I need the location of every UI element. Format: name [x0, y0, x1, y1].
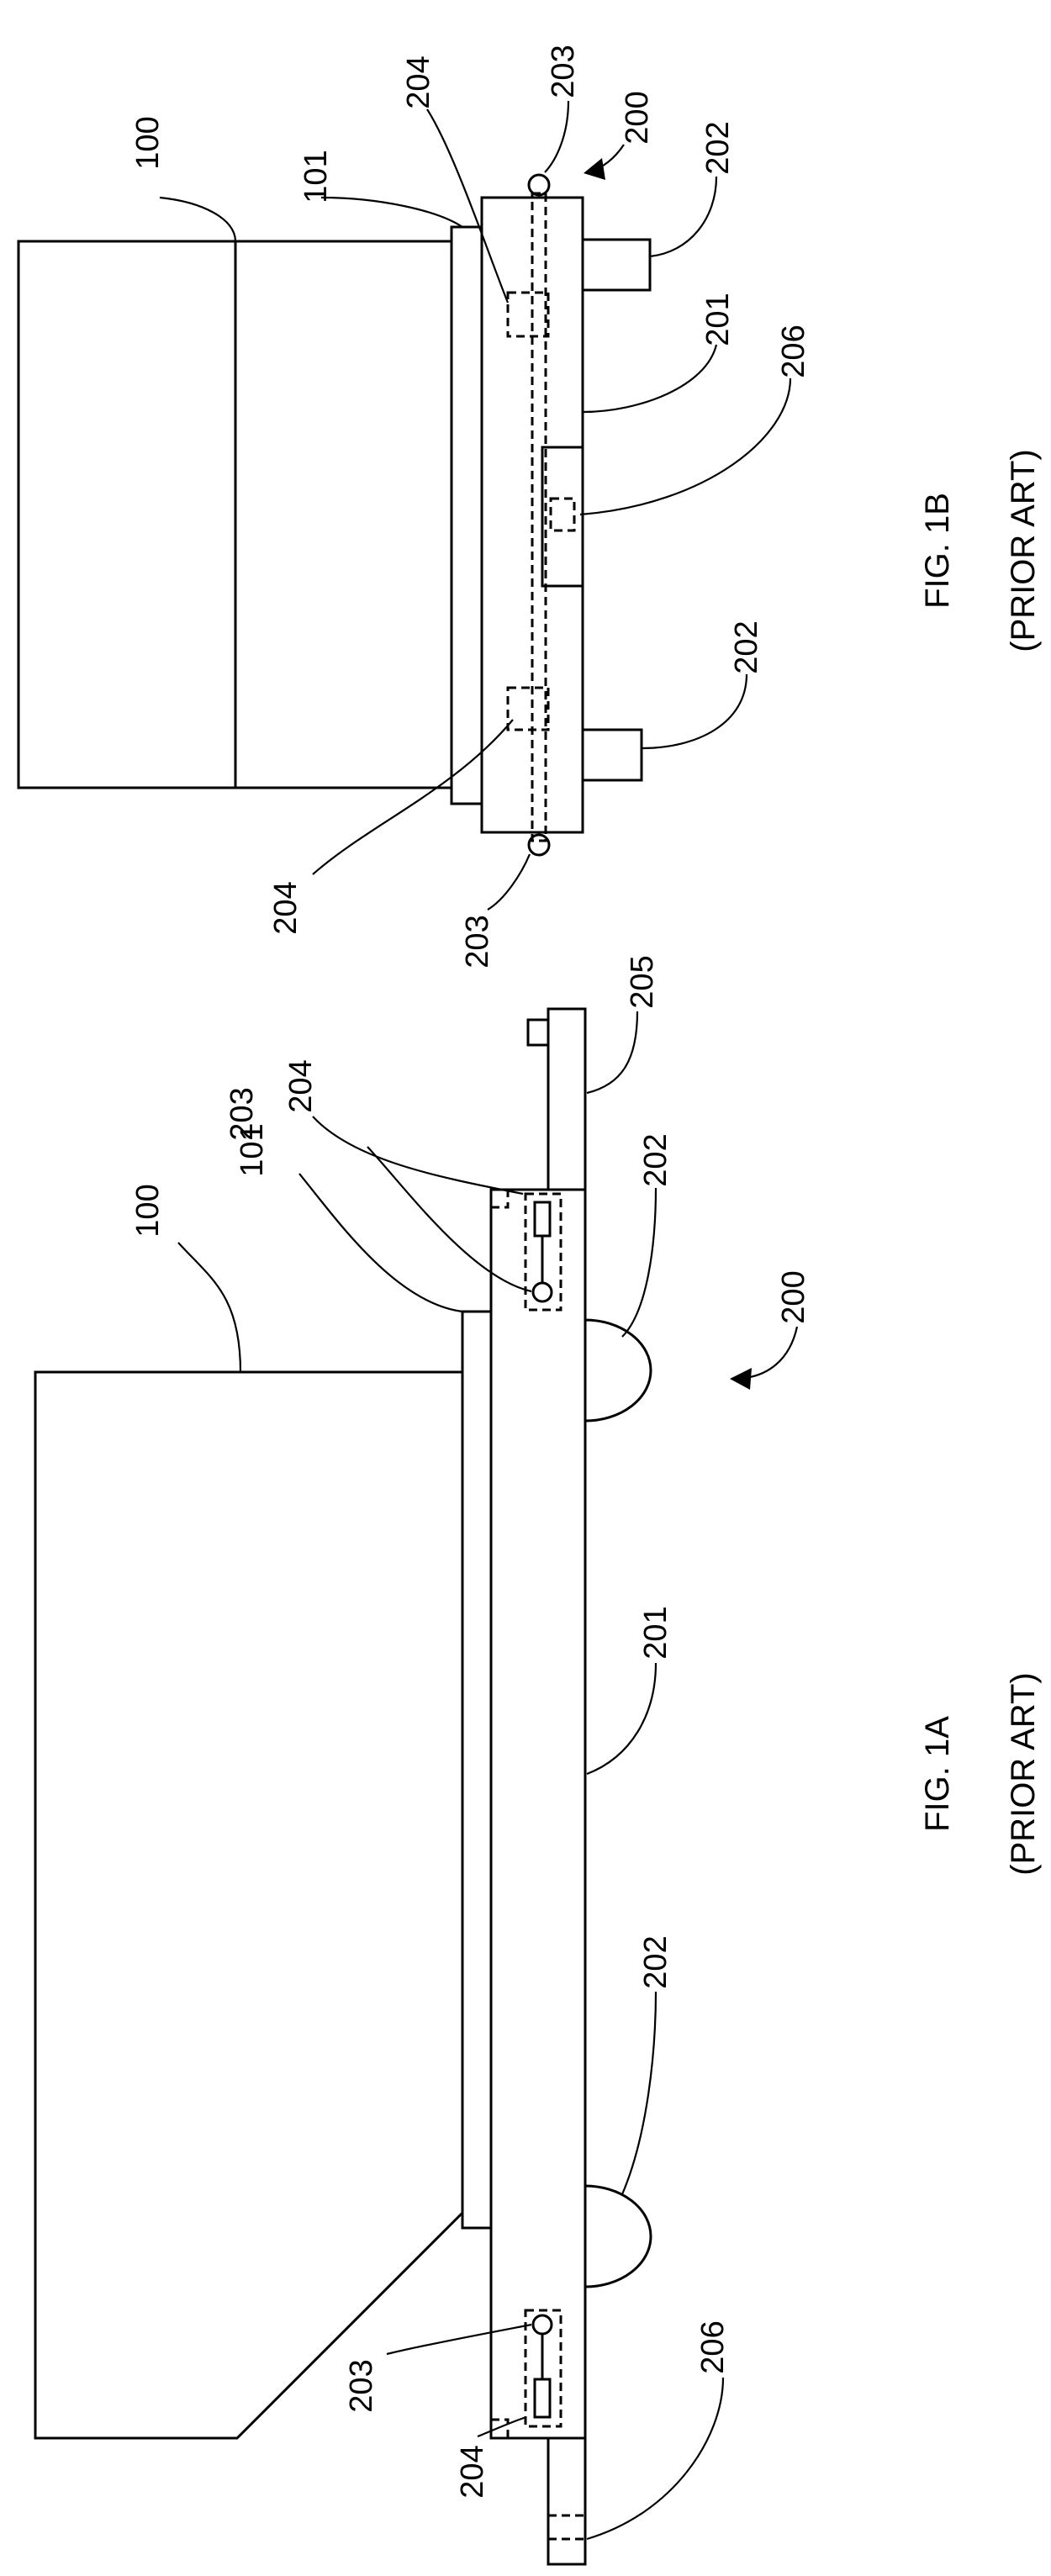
fig1b-ref-203-top: 203 — [546, 45, 581, 98]
fig1b-ref-202-top: 202 — [700, 121, 736, 174]
fig1b-arrowhead-200 — [584, 158, 605, 180]
fig1b-ref-200: 200 — [620, 91, 655, 144]
fig1b-caster-202-top — [583, 240, 650, 290]
fig1a-base-plate-101 — [462, 1312, 491, 2228]
fig1a-arrowhead-200 — [730, 1368, 752, 1390]
fig1a-leader-204b — [478, 2417, 526, 2436]
fig1a-leader-202a — [622, 1188, 656, 1337]
fig1a-ref-202-top: 202 — [638, 1133, 673, 1186]
fig1b-caster-202-bottom — [583, 730, 642, 780]
fig1a-leader-201 — [587, 1663, 656, 1774]
fig1a-extension-tab — [528, 1020, 548, 1045]
fig1a-lock-corner-top — [491, 1190, 508, 1207]
fig1b-ref-100: 100 — [130, 116, 166, 169]
fig1a-prior-art-note: (PRIOR ART) — [1005, 1672, 1042, 1876]
fig1a-ref-203-top: 203 — [224, 1087, 260, 1140]
fig1b-caption: FIG. 1B — [919, 493, 956, 609]
fig1b-ref-204-bottom: 204 — [268, 881, 304, 934]
fig-1b: 100 101 204 203 200 202 201 206 202 204 … — [18, 45, 1042, 968]
fig1a-lock-block-bottom — [535, 2379, 550, 2417]
fig1b-lock-pin-203-top — [529, 175, 549, 195]
fig1b-leader-201 — [583, 345, 716, 412]
fig1b-leader-202-bottom — [642, 674, 747, 748]
fig1a-leader-202b — [622, 1992, 656, 2194]
fig1a-cabinet-100 — [35, 1372, 462, 2438]
fig1b-lock-rod — [532, 193, 546, 841]
fig1b-ref-204-top: 204 — [401, 55, 436, 108]
fig1b-ref-101: 101 — [298, 150, 334, 203]
fig1a-extension-206 — [548, 2438, 585, 2564]
fig1a-extension-205 — [548, 1009, 585, 1190]
fig-1a: 100 101 203 204 202 205 200 201 202 203 … — [35, 955, 1042, 2564]
fig1a-ref-204-bottom: 204 — [455, 2445, 490, 2498]
fig1a-leader-204a — [313, 1116, 523, 1194]
fig1b-leader-206 — [580, 378, 790, 515]
fig1b-leader-202-top — [650, 177, 716, 256]
fig1a-frame-201 — [491, 1190, 585, 2438]
fig1b-lock-pin-203-bottom — [529, 835, 549, 855]
fig1a-leader-205 — [587, 1011, 637, 1093]
fig1b-ref-202-bottom: 202 — [729, 620, 764, 673]
fig1a-ref-100: 100 — [130, 1184, 166, 1237]
fig1b-center-block-206 — [542, 447, 583, 586]
fig1a-ref-206: 206 — [695, 2320, 731, 2373]
fig1a-ref-201: 201 — [638, 1606, 673, 1659]
fig1a-caster-202-top — [585, 1320, 651, 1421]
fig1a-ref-205: 205 — [625, 955, 660, 1008]
fig1a-lock-top — [491, 1190, 561, 1310]
fig1b-ref-201: 201 — [700, 293, 736, 346]
fig1b-prior-art-note: (PRIOR ART) — [1005, 449, 1042, 652]
fig1a-lock-block-top — [535, 1202, 550, 1236]
fig1a-caster-202-bottom — [585, 2186, 651, 2287]
fig1a-ref-202-bottom: 202 — [638, 1935, 673, 1988]
fig1a-leader-100 — [178, 1243, 240, 1372]
fig1b-leader-203-top — [545, 101, 568, 172]
fig1a-hidden-206 — [548, 2515, 585, 2539]
fig1a-lock-pin-203-top — [533, 1283, 552, 1301]
fig1b-leader-101 — [321, 198, 462, 227]
fig1a-leader-203b — [387, 2325, 531, 2354]
fig1a-ref-203-bottom: 203 — [344, 2359, 379, 2412]
fig1a-assembly-arrow-200 — [733, 1327, 797, 1379]
fig1a-leader-101 — [299, 1174, 462, 1312]
fig1a-ref-204-top: 204 — [283, 1059, 319, 1112]
fig1b-base-plate-101 — [452, 227, 482, 804]
fig1a-leader-206 — [587, 2378, 723, 2539]
fig1a-lock-pin-203-bottom — [533, 2315, 552, 2334]
fig1b-ref-206: 206 — [776, 325, 811, 377]
fig1a-ref-200: 200 — [776, 1270, 811, 1323]
fig1b-leader-100 — [160, 198, 235, 241]
fig1b-center-hidden-206 — [551, 499, 574, 531]
fig1b-lock-housing-204-top — [508, 293, 548, 336]
fig1b-leader-203-bottom — [488, 854, 530, 910]
fig1b-lock-housing-204-bottom — [508, 688, 548, 730]
fig1b-ref-203-bottom: 203 — [460, 915, 495, 968]
fig1a-caption: FIG. 1A — [919, 1716, 956, 1832]
fig1a-leader-203a — [367, 1147, 531, 1291]
fig1b-leader-204-top — [427, 109, 508, 303]
